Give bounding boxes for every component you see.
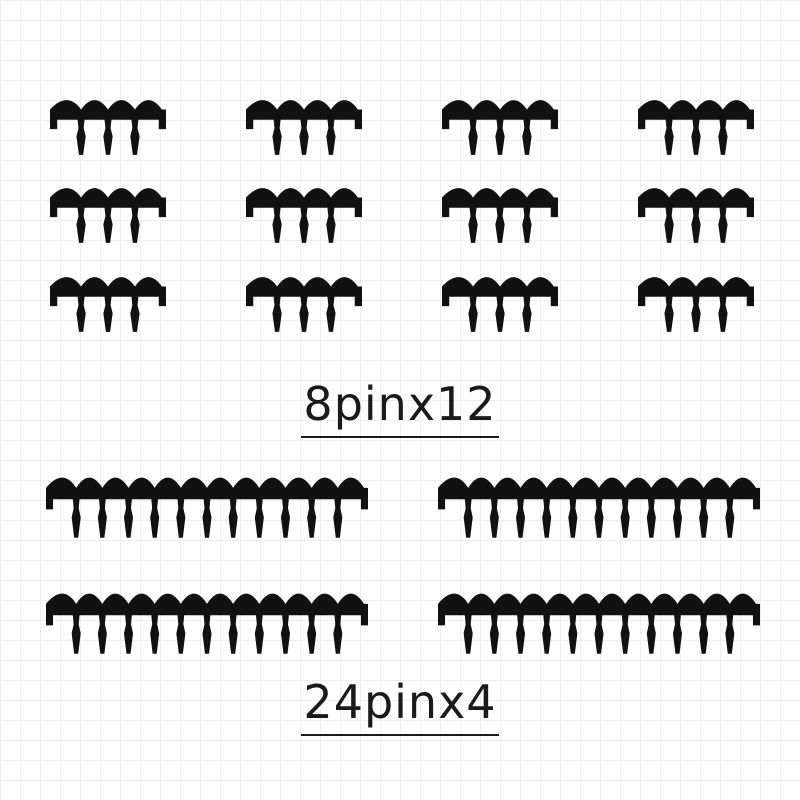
cable-comb-24pin: [438, 588, 760, 656]
cable-comb-8pin: [638, 272, 754, 334]
cable-comb-8pin: [442, 95, 558, 157]
cable-comb-8pin: [442, 183, 558, 245]
cable-comb-8pin: [442, 272, 558, 334]
cable-comb-8pin: [638, 95, 754, 157]
cable-comb-8pin: [246, 95, 362, 157]
cable-comb-24pin: [438, 472, 760, 540]
cable-comb-8pin: [50, 183, 166, 245]
cable-comb-8pin: [638, 183, 754, 245]
cable-comb-8pin: [50, 95, 166, 157]
cable-comb-24pin: [46, 588, 368, 656]
cable-comb-24pin: [46, 472, 368, 540]
cable-comb-8pin: [246, 183, 362, 245]
group-label-24pin: 24pinx4: [0, 676, 800, 736]
group-label-8pin: 8pinx12: [0, 378, 800, 438]
cable-comb-8pin: [50, 272, 166, 334]
cable-comb-8pin: [246, 272, 362, 334]
